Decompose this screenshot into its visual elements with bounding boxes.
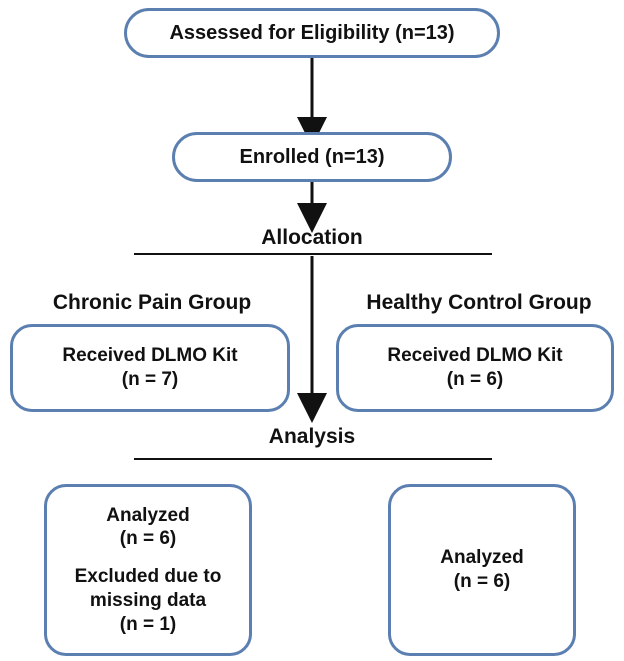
healthy-control-kit-n: (n = 6) [446,369,504,390]
chronic-pain-analyzed-label: Analyzed [106,504,190,526]
allocation-divider [134,253,492,255]
enrolled-label: Enrolled (n=13) [239,145,385,168]
chronic-pain-excluded-label-1: Excluded due to [74,566,222,588]
assessed-label: Assessed for Eligibility (n=13) [169,21,455,44]
chronic-pain-excluded-n: (n = 1) [119,613,177,635]
chronic-pain-analyzed-n: (n = 6) [119,528,177,550]
healthy-control-kit-box: Received DLMO Kit (n = 6) [336,324,614,412]
allocation-heading: Allocation [261,226,363,249]
chronic-pain-kit-label: Received DLMO Kit [62,345,238,367]
analysis-divider [134,458,492,460]
chronic-pain-excluded-label-2: missing data [89,589,207,611]
chronic-pain-group-title: Chronic Pain Group [52,291,252,314]
healthy-control-analyzed-n: (n = 6) [453,571,511,592]
healthy-control-analysis-box: Analyzed (n = 6) [388,484,576,656]
enrolled-box: Enrolled (n=13) [172,132,452,182]
healthy-control-group-title: Healthy Control Group [366,291,592,314]
chronic-pain-kit-n: (n = 7) [121,369,179,390]
assessed-box: Assessed for Eligibility (n=13) [124,8,500,58]
chronic-pain-analysis-box: Analyzed (n = 6) Excluded due to missing… [44,484,252,656]
healthy-control-analyzed-label: Analyzed [440,547,524,569]
analysis-heading: Analysis [268,425,356,448]
chronic-pain-kit-box: Received DLMO Kit (n = 7) [10,324,290,412]
healthy-control-kit-label: Received DLMO Kit [387,345,563,367]
